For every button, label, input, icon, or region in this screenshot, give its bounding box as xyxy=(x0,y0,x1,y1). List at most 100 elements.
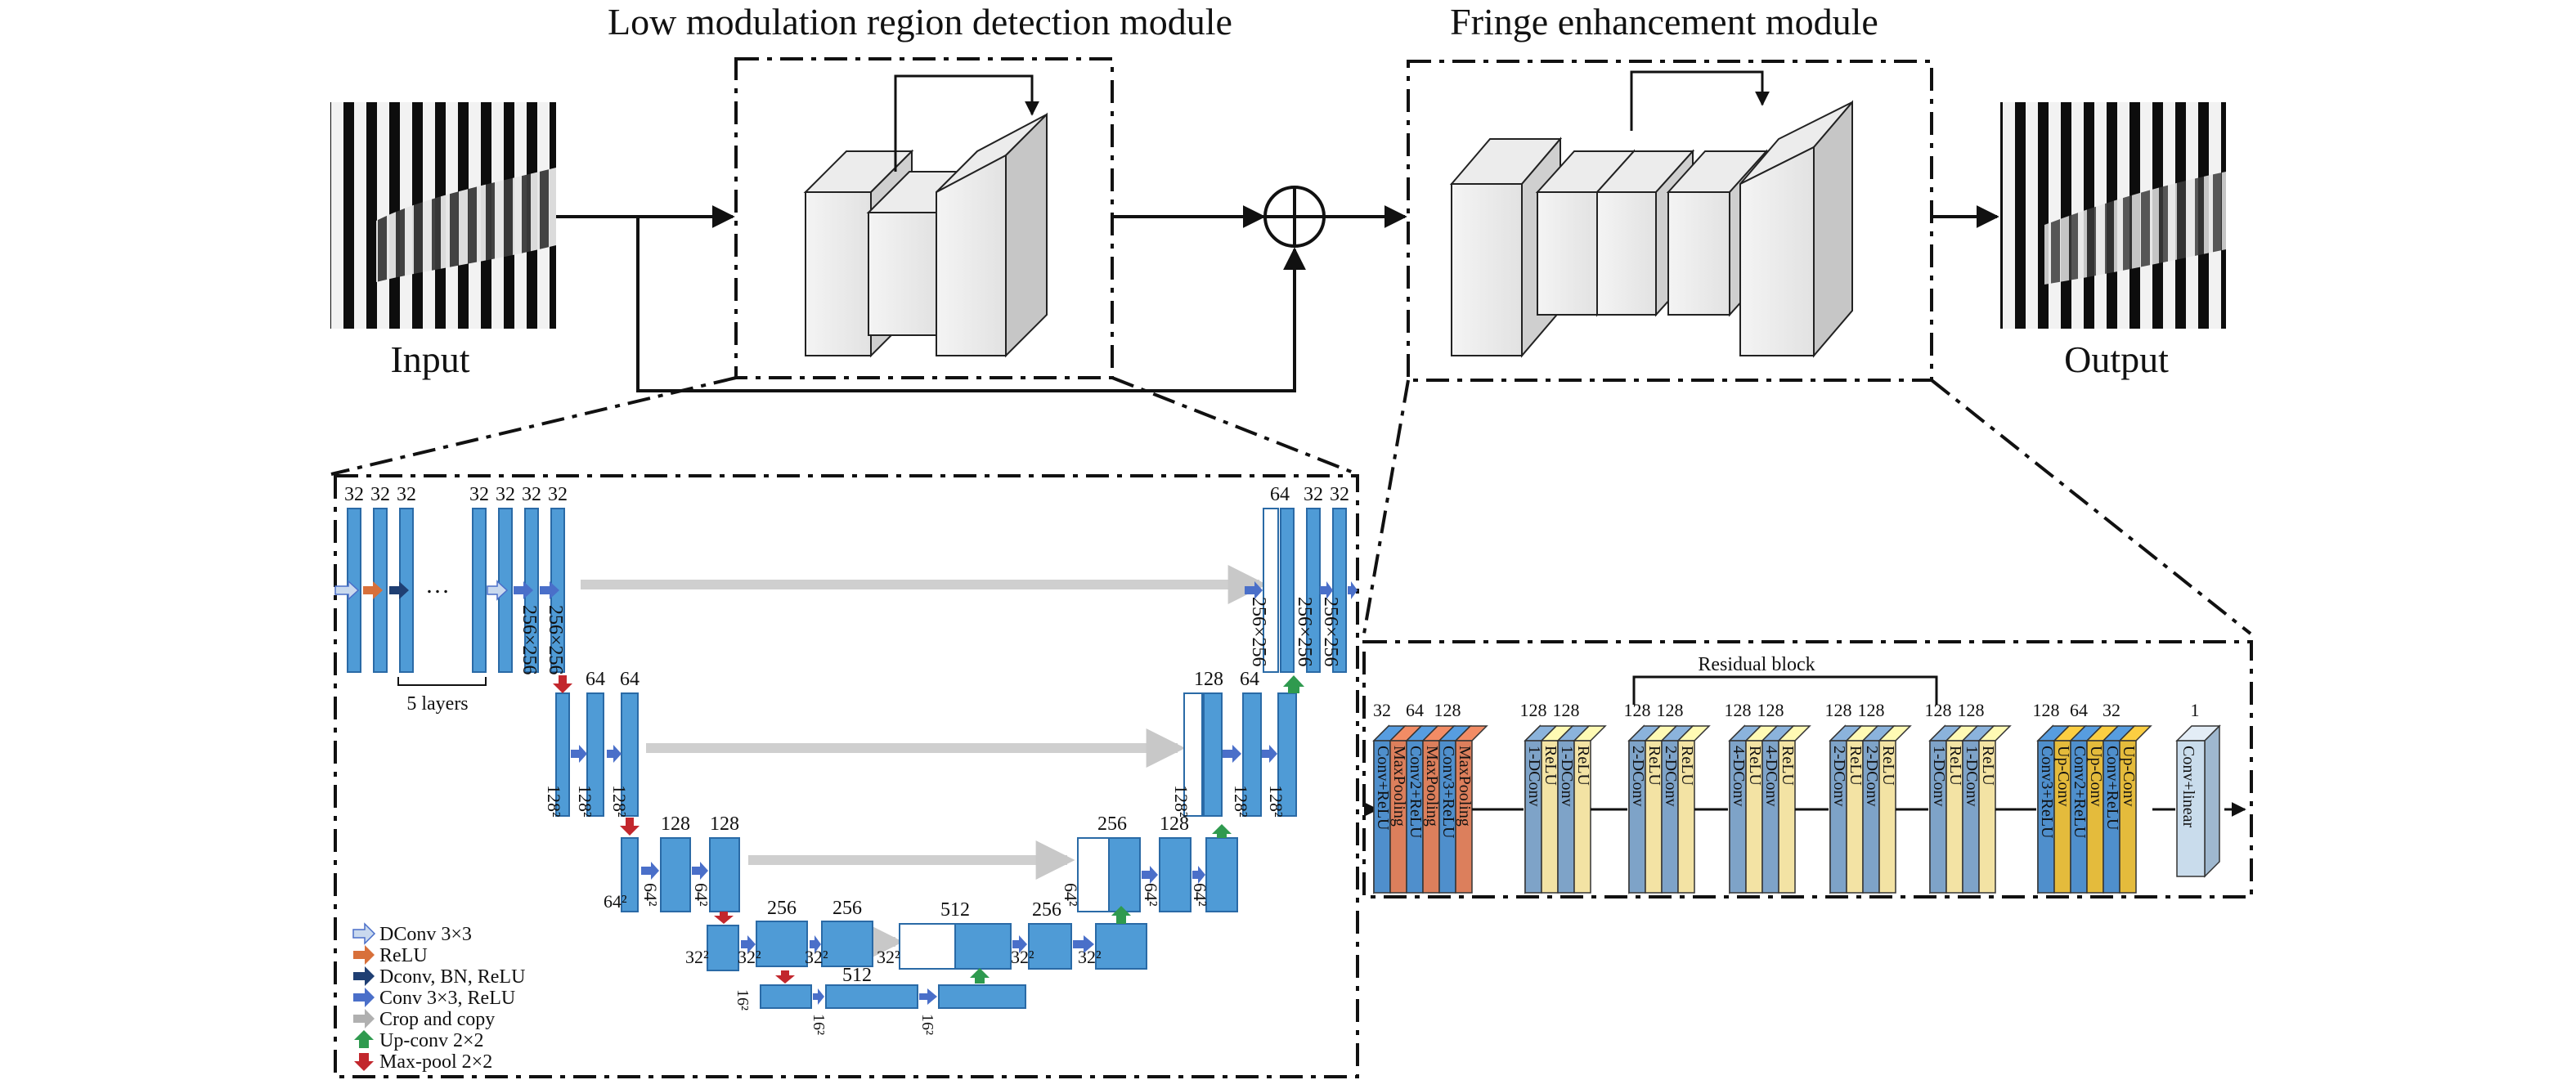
sq32-d: 32² xyxy=(877,947,900,967)
sq64-c: 64² xyxy=(691,883,711,907)
legend-item-conv-relu: Conv 3×3, ReLU xyxy=(353,988,515,1009)
output-fringe-image xyxy=(2000,102,2226,329)
unet-level2-encoder xyxy=(555,692,639,817)
fem-channel-label: 32 xyxy=(2103,700,2120,720)
residual-block-label: Residual block xyxy=(1698,654,1815,675)
unet-legend: DConv 3×3 ReLU Dconv, BN, ReLU Conv 3×3,… xyxy=(352,922,525,1073)
fem-layer-label: 1-DConv xyxy=(1930,746,1948,806)
five-layers-brace xyxy=(397,677,487,686)
fem-channel-label: 128 xyxy=(1657,700,1684,720)
fem-layer xyxy=(2119,740,2137,894)
level4-ch-a: 256 xyxy=(767,898,797,919)
svg-text:32: 32 xyxy=(496,484,515,505)
sq16-b: 16² xyxy=(810,1014,828,1035)
unet-level4-encoder xyxy=(707,921,873,971)
gray-right-arrow-icon xyxy=(353,1009,375,1028)
fem-layer-label: ReLU xyxy=(1574,746,1592,786)
sq64-a: 64² xyxy=(604,891,627,912)
fem-layer-label: MaxPooling xyxy=(1456,746,1474,827)
fem-layer-label: ReLU xyxy=(1645,746,1663,786)
level2-right-ch-a: 128 xyxy=(1194,669,1223,690)
max-pool-arrows xyxy=(553,675,795,984)
level3-right-ch-b: 128 xyxy=(1160,813,1189,835)
legend-item-relu: ReLU xyxy=(353,945,428,966)
svg-text:32: 32 xyxy=(522,484,541,505)
level1-channel-labels: 32 32 32 32 32 32 32 xyxy=(344,484,568,505)
fem-layer-label: Conv+ReLU xyxy=(1374,746,1392,831)
legend-item-dconv-bn-relu: Dconv, BN, ReLU xyxy=(353,966,525,988)
fem-layer-label: MaxPooling xyxy=(1423,746,1441,827)
level4-right-ch-a: 512 xyxy=(940,899,970,921)
fem-channel-label: 64 xyxy=(1406,700,1424,720)
fem-layer xyxy=(1978,740,1996,894)
fem-channel-label: 128 xyxy=(1757,700,1784,720)
fem-layer-label: Up-Conv xyxy=(2054,746,2072,806)
detection-module-title: Low modulation region detection module xyxy=(608,1,1232,43)
ellipsis: … xyxy=(425,571,450,598)
size-label-c: 256×256 xyxy=(1248,597,1269,667)
fem-layer-label: 4-DConv xyxy=(1730,746,1748,806)
unet-detail-box xyxy=(334,474,1359,1078)
fem-layer-label: 1-DConv xyxy=(1963,746,1981,806)
sum-operator-icon xyxy=(1263,186,1326,248)
unet-conv-arrows xyxy=(571,581,1358,1005)
size-label-b: 256×256 xyxy=(545,605,566,675)
size-label-d: 256×256 xyxy=(1294,597,1315,667)
zoom-connector-right-a xyxy=(1362,379,1410,634)
fem-layer-label: Up-Conv xyxy=(2120,746,2138,806)
fem-layer-label: 4-DConv xyxy=(1762,746,1780,806)
level4-ch-b: 256 xyxy=(832,898,862,919)
sq128-e: 128² xyxy=(1231,785,1251,818)
fem-final-label: Conv+linear xyxy=(2179,746,2197,827)
level3-ch-b: 128 xyxy=(710,813,739,835)
svg-text:DConv 3×3: DConv 3×3 xyxy=(379,924,472,945)
five-layers-label: 5 layers xyxy=(406,693,468,715)
enhancement-module-box xyxy=(1407,60,1933,382)
zoom-connector-left-a xyxy=(330,376,737,476)
sq16-c: 16² xyxy=(918,1014,936,1035)
level5-ch: 512 xyxy=(842,965,872,986)
sq64-e: 64² xyxy=(1141,883,1161,907)
fem-layer-label: ReLU xyxy=(1678,746,1696,786)
fem-layer-label: Up-Conv xyxy=(2087,746,2105,806)
enhancement-module-layers xyxy=(1449,100,1853,358)
svg-text:ReLU: ReLU xyxy=(379,945,428,966)
fem-detail-box xyxy=(1362,640,2253,899)
fem-channel-label: 32 xyxy=(1373,700,1391,720)
sq32-f: 32² xyxy=(1078,947,1102,967)
fem-layer-label: ReLU xyxy=(1979,746,1997,786)
level2-right-ch-b: 64 xyxy=(1240,669,1259,690)
hollow-right-arrow-icon xyxy=(352,922,376,945)
navy-right-arrow-icon xyxy=(353,966,375,986)
fem-layer-groups: Conv+ReLUMaxPoolingConv2+ReLUMaxPoolingC… xyxy=(1372,700,2221,894)
fem-channel-label: 128 xyxy=(1925,700,1952,720)
svg-text:32: 32 xyxy=(397,484,416,505)
sq64-f: 64² xyxy=(1190,883,1210,907)
sq128-d: 128² xyxy=(1171,785,1192,818)
fem-layer-label: Conv2+ReLU xyxy=(1407,746,1425,839)
enhancement-skip-arrow xyxy=(1630,70,1770,131)
fem-group7: Conv3+ReLUUp-ConvConv2+ReLUUp-ConvConv+R… xyxy=(2033,700,2152,894)
legend-item-crop-copy: Crop and copy xyxy=(353,1009,495,1030)
fem-layer xyxy=(1878,740,1896,894)
blue-right-arrow-icon xyxy=(353,988,375,1007)
fem-layer xyxy=(1455,740,1473,894)
fem-layer-label: Conv+ReLU xyxy=(2103,746,2121,831)
fem-layer-label: ReLU xyxy=(1946,746,1964,786)
fem-channel-label: 128 xyxy=(1520,700,1547,720)
fem-layer-label: 1-DConv xyxy=(1525,746,1543,806)
fem-channel-label: 128 xyxy=(1434,700,1461,720)
legend-item-max-pool: Max-pool 2×2 xyxy=(354,1051,492,1073)
level2-ch-a: 64 xyxy=(586,669,605,690)
fem-final-channel: 1 xyxy=(2191,700,2200,720)
fem-channel-label: 128 xyxy=(1958,700,1985,720)
fem-channel-label: 128 xyxy=(1553,700,1580,720)
sq16-a: 16² xyxy=(734,989,752,1011)
fem-layer-label: 2-DConv xyxy=(1830,746,1848,806)
